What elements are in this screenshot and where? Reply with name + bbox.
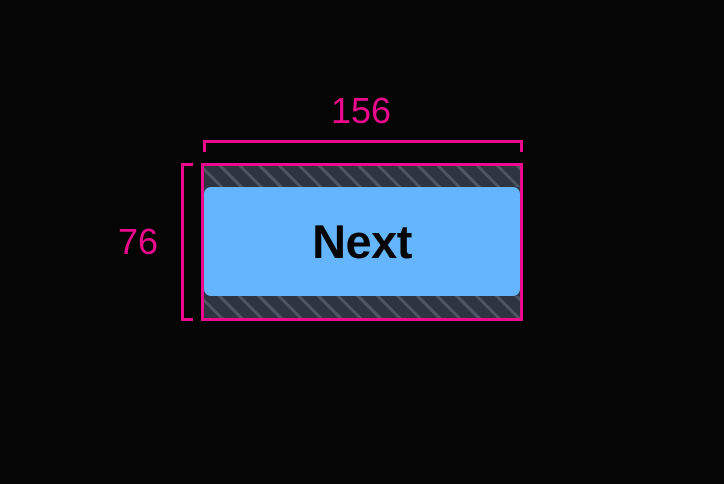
- next-button-label: Next: [312, 215, 412, 268]
- margin-band-top-hatch: [204, 166, 520, 187]
- margin-band-bottom-hatch: [204, 296, 520, 318]
- next-button[interactable]: Next: [204, 187, 520, 296]
- measured-element[interactable]: Next: [204, 166, 520, 318]
- width-dimension-value: 156: [330, 90, 392, 131]
- width-dimension-label: 156: [0, 93, 724, 129]
- height-dimension-label: 76: [118, 221, 159, 262]
- height-dimension-bracket: [181, 163, 193, 321]
- width-dimension-bracket: [203, 140, 523, 152]
